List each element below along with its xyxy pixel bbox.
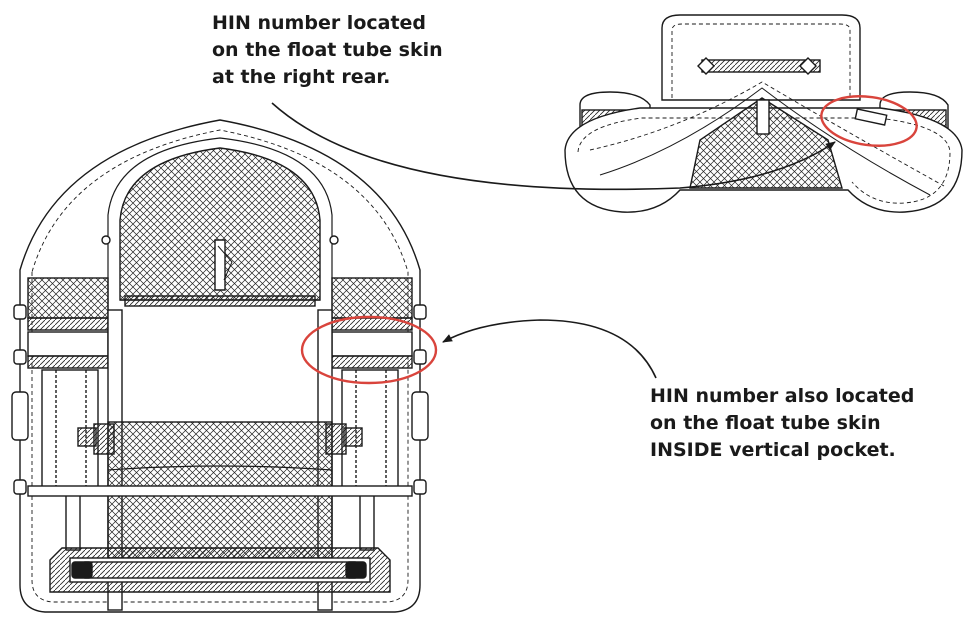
float-tube-top-view: [11, 119, 429, 613]
rear-callout-line-1: HIN number located: [212, 12, 427, 34]
pocket-callout-line-1: HIN number also located: [650, 385, 915, 407]
rear-callout-line-2: on the float tube skin: [212, 39, 443, 61]
pocket-hin-highlight: [300, 315, 438, 385]
pocket-leader-line: [442, 319, 657, 379]
backrest: [661, 14, 861, 101]
right-side-mesh: [331, 277, 413, 319]
float-tube-rear-view: [564, 14, 963, 213]
left-side-mesh: [27, 277, 109, 319]
rear-mesh-panel: [689, 97, 843, 189]
rear-buckles: [71, 561, 367, 579]
rear-hin-callout: HIN number located on the float tube ski…: [212, 10, 443, 91]
front-mesh-panel: [119, 147, 321, 301]
pocket-callout-line-2: on the float tube skin: [650, 412, 881, 434]
rear-hin-highlight: [820, 95, 918, 147]
rear-leader-line: [271, 102, 836, 191]
rear-callout-line-3: at the right rear.: [212, 66, 391, 88]
d-rings: [11, 235, 429, 495]
hin-tag-rear: [854, 108, 888, 126]
pocket-callout-line-3: INSIDE vertical pocket.: [650, 439, 896, 461]
pocket-hin-callout: HIN number also located on the float tub…: [650, 383, 914, 464]
